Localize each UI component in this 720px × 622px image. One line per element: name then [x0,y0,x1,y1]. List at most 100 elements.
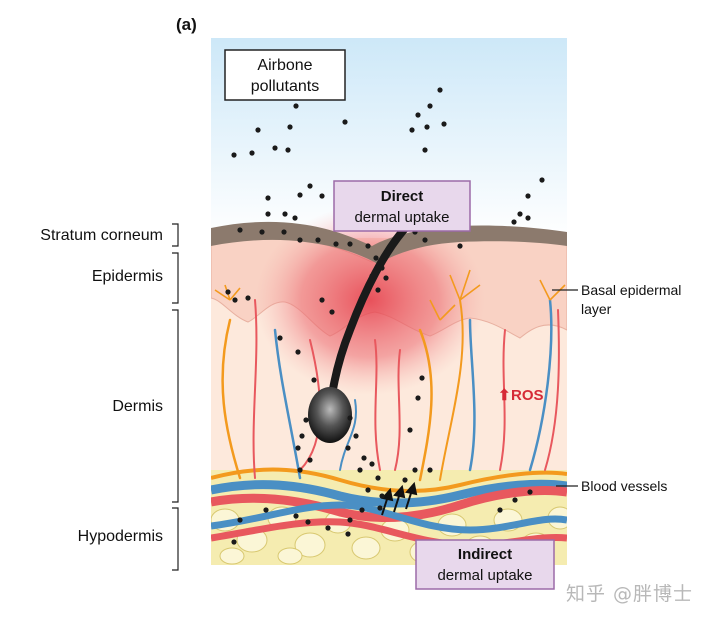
direct-label-line2: dermal uptake [354,209,449,226]
pollutant-particle [437,87,443,93]
pollutant-particle [297,237,303,243]
pollutant-particle [311,377,317,383]
pollutant-particle [277,335,283,341]
indirect-label-line1: Indirect [458,546,512,563]
pollutant-particle [419,375,425,381]
pollutant-particle [297,467,303,473]
pollutant-particle [409,127,415,133]
skin-cross-section: ⬆ ROS [211,38,567,565]
pollutant-particle [379,493,385,499]
pollutant-particle [237,227,243,233]
pollutant-particle [422,147,428,153]
airborne-label-line2: pollutants [251,78,320,95]
pollutant-particle [539,177,545,183]
dermis-label: Dermis [112,398,163,415]
epidermis-label: Epidermis [92,268,163,285]
airborne-label-line1: Airbone [257,57,312,74]
pollutant-particle [511,219,517,225]
pollutant-particle [353,433,359,439]
pollutant-particle [295,349,301,355]
pollutant-particle [319,193,325,199]
pollutant-particle [373,255,379,261]
pollutant-particle [375,287,381,293]
pollutant-particle [225,289,231,295]
pollutant-particle [457,243,463,249]
pollutant-particle [319,297,325,303]
pollutant-particle [232,297,238,303]
pollutant-particles [225,87,545,545]
pollutant-particle [527,489,533,495]
pollutant-particle [265,195,271,201]
ros-label: ROS [511,387,544,404]
pollutant-particle [287,124,293,130]
panel-label: (a) [176,15,197,34]
pollutant-particle [347,241,353,247]
pollutant-particle [259,229,265,235]
pollutant-particle [315,237,321,243]
pollutant-particle [281,229,287,235]
pollutant-particle [497,507,503,513]
pollutant-particle [231,152,237,158]
pollutant-particle [305,519,311,525]
epidermis-bracket [172,252,179,304]
dermis-bracket [172,309,179,503]
pollutant-particle [263,507,269,513]
pollutant-particle [377,505,383,511]
pollutant-particle [237,517,243,523]
pollutant-particle [245,295,251,301]
hair-follicle [308,221,412,443]
pollutant-particle [285,147,291,153]
hypodermis-bracket [172,507,179,571]
pollutant-particle [293,103,299,109]
pollutant-particle [441,121,447,127]
pollutant-particle [325,525,331,531]
pollutant-particle [379,265,385,271]
pollutant-particle [347,415,353,421]
pollutant-particle [415,112,421,118]
pollutant-particle [412,467,418,473]
pollutant-particle [361,455,367,461]
pollutant-particle [307,457,313,463]
nerve-endings [214,269,566,321]
pollutant-particle [359,507,365,513]
pollutant-particle [295,445,301,451]
pollutant-particle [422,237,428,243]
airborne-pollutants-box [224,49,346,101]
pollutant-particle [249,150,255,156]
pollutant-particle [365,243,371,249]
pollutant-particle [255,127,261,133]
pollutant-particle [265,211,271,217]
pollutant-particle [231,539,237,545]
pollutant-particle [365,487,371,493]
pollutant-particle [369,461,375,467]
direct-label-line1: Direct [381,188,424,205]
pollutant-particle [292,215,298,221]
dermal-capillaries [221,298,560,482]
pollutant-particle [424,124,430,130]
pollutant-particle [369,273,375,279]
indirect-label-line2: dermal uptake [437,567,532,584]
stratum-corneum-bracket [172,223,179,247]
uptake-arrows [381,481,418,516]
pollutant-particle [293,513,299,519]
stratum-corneum-label: Stratum corneum [40,227,163,244]
indirect-uptake-box [415,539,555,590]
pollutant-particle [525,193,531,199]
hypodermis-label: Hypodermis [78,528,163,545]
pollutant-particle [333,241,339,247]
pollutant-particle [415,395,421,401]
pollutant-particle [345,531,351,537]
pollutant-particle [375,475,381,481]
pollutant-particle [347,517,353,523]
pollutant-particle [512,497,518,503]
pollutant-particle [402,477,408,483]
pollutant-particle [345,445,351,451]
pollutant-particle [272,145,278,151]
pollutant-particle [307,183,313,189]
pollutant-particle [427,103,433,109]
watermark: 知乎 @胖博士 [566,583,694,605]
direct-uptake-box [333,180,471,232]
blood-vessels [211,467,567,549]
pollutant-particle [427,467,433,473]
